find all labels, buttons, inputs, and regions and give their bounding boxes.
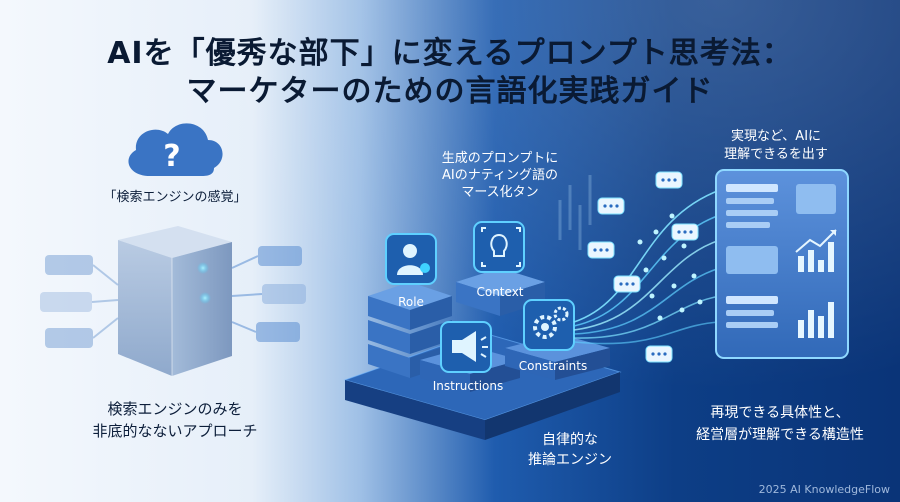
right-bottom-caption: 再現できる具体性と、 経営層が理解できる構造性 (670, 402, 890, 446)
left-caption-line-2: 非底的なないアプローチ (92, 422, 258, 440)
constraints-tile (523, 299, 575, 351)
chat-bubble-icons (587, 171, 699, 363)
lightbulb-icon (490, 233, 508, 257)
right-bottom-line-2: 経営層が理解できる構造性 (696, 427, 864, 443)
data-flow-lines (573, 189, 721, 345)
left-caption-line-1: 検索エンジンのみを (107, 400, 243, 418)
title-line-2: マーケターのための言語化実践ガイド (186, 74, 714, 109)
person-icon (403, 244, 417, 258)
badge-icon (420, 263, 430, 273)
instructions-label: Instructions (432, 379, 504, 393)
flow-dots (637, 213, 703, 321)
context-label: Context (476, 285, 524, 299)
center-top-line-1: 生成のプロンプトに (441, 151, 559, 166)
role-label: Role (398, 295, 424, 309)
cloud-caption: 「検索エンジンの感覚」 (103, 190, 247, 205)
engine-caption: 自律的な 推論エンジン (510, 430, 630, 470)
right-top-line-2: 理解できるを出す (724, 147, 828, 162)
blurred-bubbles (40, 246, 306, 348)
right-bottom-line-1: 再現できる具体性と、 (710, 405, 850, 421)
megaphone-icon (452, 331, 476, 362)
center-top-line-3: マース化タン (461, 185, 539, 200)
engine-line-2: 推論エンジン (528, 452, 612, 468)
title-line-1: AIを「優秀な部下」に変えるプロンプト思考法： (107, 36, 793, 71)
center-top-caption: 生成のプロンプトに AIのナティング語の マース化タン (420, 150, 580, 201)
footer-credit: 2025 AI KnowledgeFlow (758, 483, 890, 496)
background-chart (558, 175, 592, 250)
center-top-line-2: AIのナティング語の (442, 168, 558, 183)
bar-chart-icon (798, 242, 834, 272)
constraints-label: Constraints (518, 359, 588, 373)
left-caption: 検索エンジンのみを 非底的なないアプローチ (60, 398, 290, 442)
instructions-tile (440, 321, 492, 373)
right-top-line-1: 実現など、AIに (730, 129, 822, 144)
search-engine-cube-icon (118, 226, 232, 376)
report-dashboard (715, 169, 849, 359)
context-tile (473, 221, 525, 273)
svg-text:?: ? (163, 139, 180, 174)
right-top-caption: 実現など、AIに 理解できるを出す (706, 128, 846, 164)
question-cloud-icon: ? (128, 123, 223, 176)
role-tile (385, 233, 437, 285)
trend-arrow-icon (795, 229, 837, 253)
gears-icon (533, 315, 557, 339)
engine-line-1: 自律的な (542, 432, 598, 448)
